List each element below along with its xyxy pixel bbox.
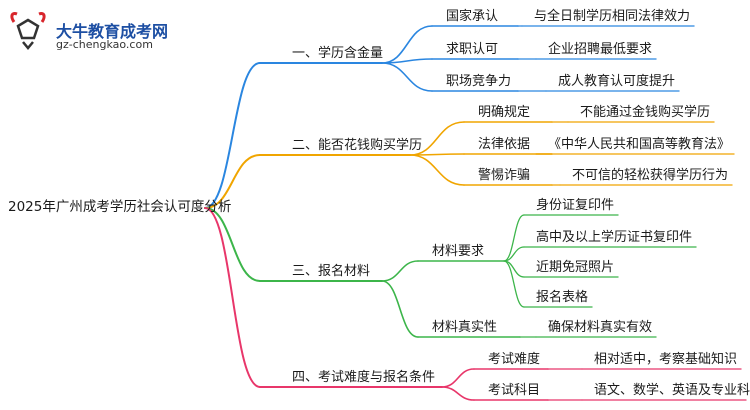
edge-branch-sub <box>441 368 475 388</box>
edge-branch-sub <box>409 121 465 156</box>
edge-root-branch <box>204 154 261 209</box>
edge-root-branch <box>204 62 261 209</box>
leaf-node-label: 确保材料真实有效 <box>548 320 653 335</box>
mindmap-root: 2025年广州成考学历社会认可度分析 <box>8 199 232 215</box>
edge-branch-sub <box>381 62 433 92</box>
leaf-node-label: 报名表格 <box>536 290 589 305</box>
leaf-node-label: 高中及以上学历证书复印件 <box>536 230 693 245</box>
sub-node-label: 考试科目 <box>488 383 541 398</box>
edge-sub-leaf <box>503 214 525 262</box>
sub-node-label: 国家承认 <box>446 9 499 24</box>
leaf-node-label: 与全日制学历相同法律效力 <box>534 9 691 24</box>
sub-node-label: 求职认可 <box>446 42 499 57</box>
edge-branch-sub <box>381 260 419 282</box>
branch-1-label: 一、学历含金量 <box>292 46 384 61</box>
logo-title: 大牛教育成考网 <box>56 22 169 41</box>
edge-branch-sub <box>381 280 419 338</box>
edge-sub-leaf <box>503 246 525 262</box>
leaf-node-label: 不能通过金钱购买学历 <box>580 105 711 120</box>
logo-url: gz-chengkao.com <box>56 38 153 51</box>
branch-3-label: 三、报名材料 <box>292 264 371 279</box>
edge-root-branch <box>204 207 261 282</box>
leaf-node-label: 企业招聘最低要求 <box>548 42 653 57</box>
sub-node-label: 警惕诈骗 <box>478 168 531 183</box>
leaf-node-label: 近期免冠照片 <box>536 260 615 275</box>
branch-4-label: 四、考试难度与报名条件 <box>292 370 436 385</box>
sub-node-label: 明确规定 <box>478 105 531 120</box>
branch-2-label: 二、能否花钱购买学历 <box>292 138 423 153</box>
bull-logo-icon <box>10 12 46 50</box>
sub-node-label: 职场竞争力 <box>446 74 512 89</box>
edge-branch-sub <box>409 154 465 186</box>
sub-node-label: 材料真实性 <box>432 320 498 335</box>
leaf-node-label: 成人教育认可度提升 <box>558 74 676 89</box>
leaf-node-label: 语文、数学、英语及专业科目 <box>594 383 750 398</box>
leaf-node-label: 《中华人民共和国高等教育法》 <box>548 137 731 152</box>
leaf-node-label: 相对适中，考察基础知识 <box>594 352 738 367</box>
sub-node-label: 考试难度 <box>488 352 541 367</box>
sub-node-label: 法律依据 <box>478 137 531 152</box>
leaf-node-label: 不可信的轻松获得学历行为 <box>572 168 729 183</box>
edge-root-branch <box>204 207 261 388</box>
site-logo: 大牛教育成考网 gz-chengkao.com <box>8 8 198 54</box>
edge-sub-leaf <box>503 260 525 308</box>
edge-branch-sub <box>381 25 433 64</box>
leaf-node-label: 身份证复印件 <box>536 198 615 213</box>
edge-branch-sub <box>441 386 475 401</box>
sub-node-label: 材料要求 <box>432 244 485 259</box>
